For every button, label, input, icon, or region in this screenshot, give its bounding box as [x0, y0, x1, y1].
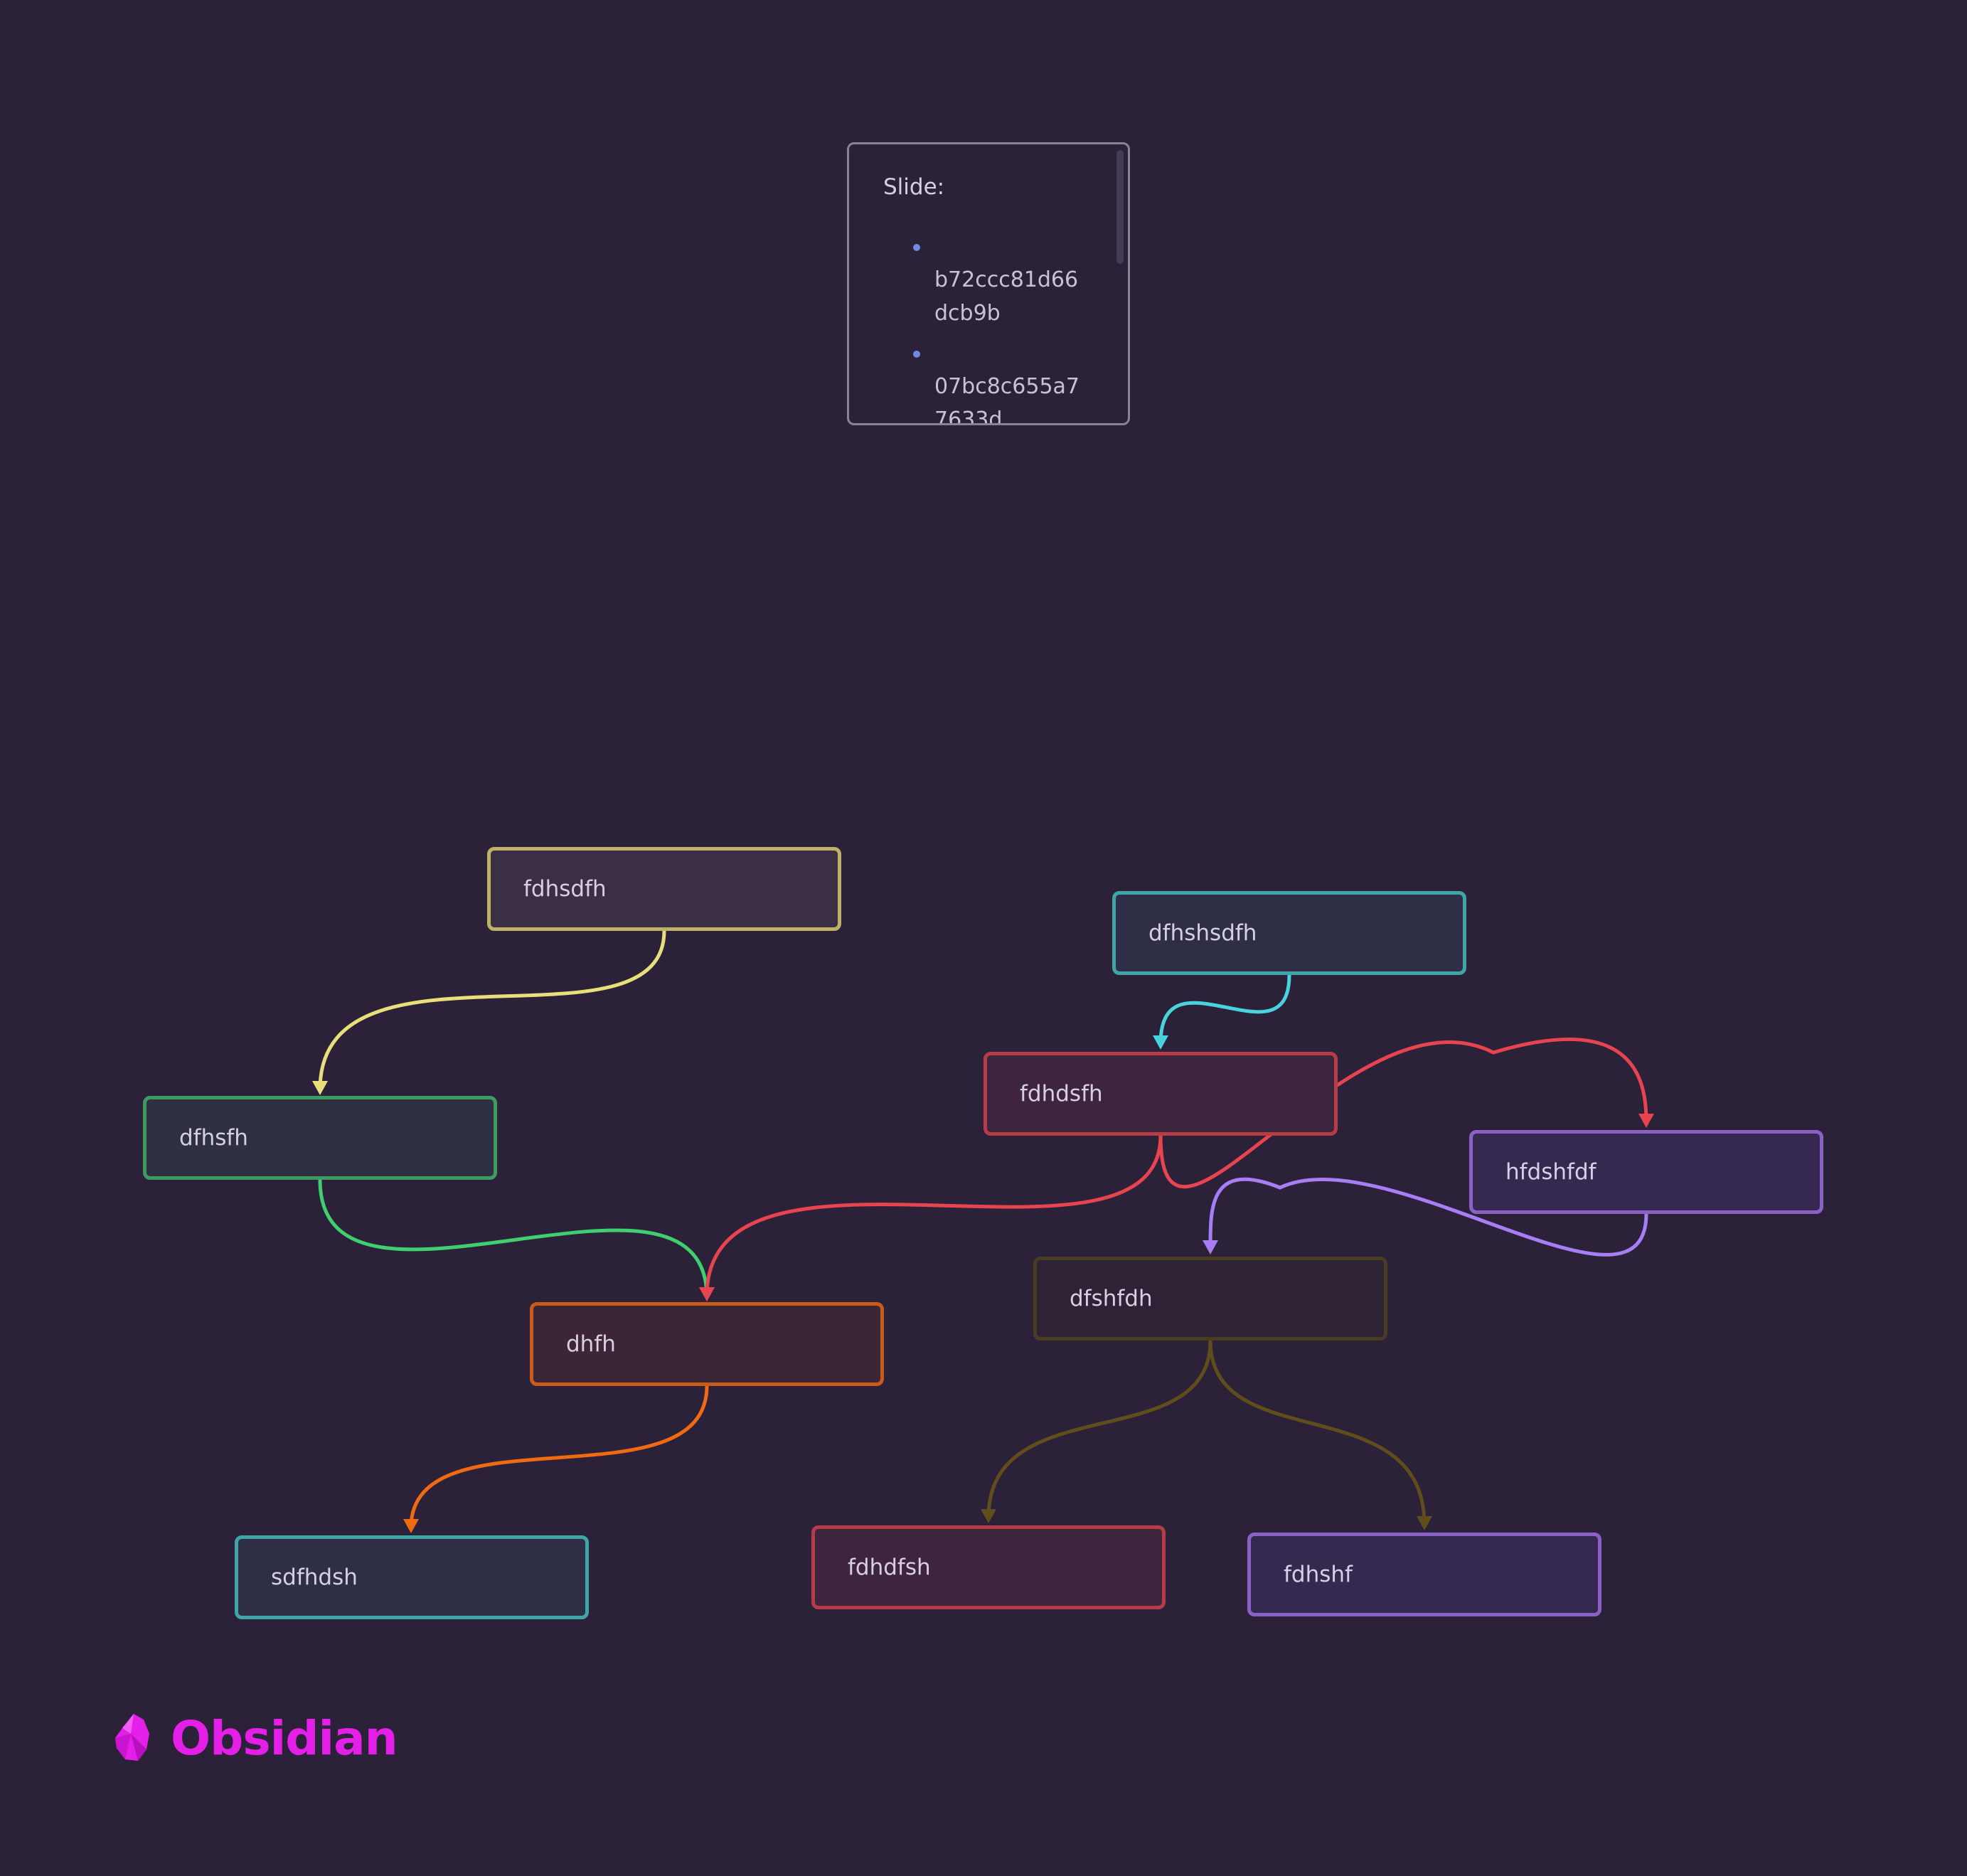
slide-item-text: b72ccc81d66dcb9b	[934, 267, 1079, 326]
node-label: dhfh	[566, 1331, 616, 1357]
node-label: dfhsfh	[179, 1125, 248, 1151]
node-card[interactable]: dfshfdh	[1033, 1257, 1387, 1341]
slide-title: Slide:	[883, 174, 945, 200]
arrowhead-icon	[981, 1509, 996, 1523]
obsidian-logo-icon	[115, 1714, 149, 1761]
arrowhead-icon	[403, 1519, 419, 1533]
node-card[interactable]: dfhshsdfh	[1112, 891, 1466, 975]
node-label: fdhsdfh	[523, 876, 607, 902]
node-label: fdhdsfh	[1020, 1081, 1103, 1107]
edge-line[interactable]	[409, 1385, 709, 1528]
arrowhead-icon	[312, 1081, 328, 1095]
node-label: fdhshf	[1284, 1562, 1353, 1587]
bullet-icon	[913, 351, 920, 358]
node-card[interactable]: fdhdsfh	[983, 1052, 1338, 1136]
node-card[interactable]: dhfh	[530, 1302, 884, 1386]
arrowhead-icon	[1203, 1240, 1218, 1254]
node-card[interactable]: fdhdfsh	[811, 1525, 1166, 1609]
edge-line[interactable]	[318, 930, 666, 1090]
bullet-icon	[913, 244, 920, 251]
edge-line[interactable]	[986, 1340, 1212, 1518]
node-label: fdhdfsh	[848, 1555, 931, 1580]
node-label: sdfhdsh	[271, 1565, 358, 1590]
obsidian-brand: Obsidian	[112, 1710, 398, 1766]
slide-card[interactable]: Slide: b72ccc81d66dcb9b 07bc8c655a77633d	[847, 142, 1130, 425]
scrollbar[interactable]	[1116, 150, 1124, 264]
node-card[interactable]: fdhsdfh	[487, 847, 841, 931]
node-card[interactable]: hfdshfdf	[1469, 1130, 1823, 1214]
slide-item-text: 07bc8c655a77633d	[934, 374, 1080, 425]
node-label: dfshfdh	[1070, 1286, 1153, 1311]
edge-line[interactable]	[1158, 974, 1291, 1045]
arrowhead-icon	[1153, 1035, 1168, 1050]
arrowhead-icon	[1417, 1516, 1432, 1530]
node-card[interactable]: sdfhdsh	[235, 1535, 589, 1619]
arrowhead-icon	[699, 1287, 715, 1301]
arrowhead-icon	[1638, 1114, 1654, 1128]
arrowhead-icon	[699, 1287, 715, 1301]
brand-name: Obsidian	[171, 1710, 398, 1766]
node-label: hfdshfdf	[1505, 1159, 1596, 1185]
edge-line[interactable]	[1208, 1340, 1427, 1525]
node-card[interactable]: dfhsfh	[143, 1096, 497, 1180]
node-label: dfhshsdfh	[1148, 920, 1257, 946]
edge-line[interactable]	[318, 1179, 709, 1296]
node-card[interactable]: fdhshf	[1247, 1533, 1601, 1616]
